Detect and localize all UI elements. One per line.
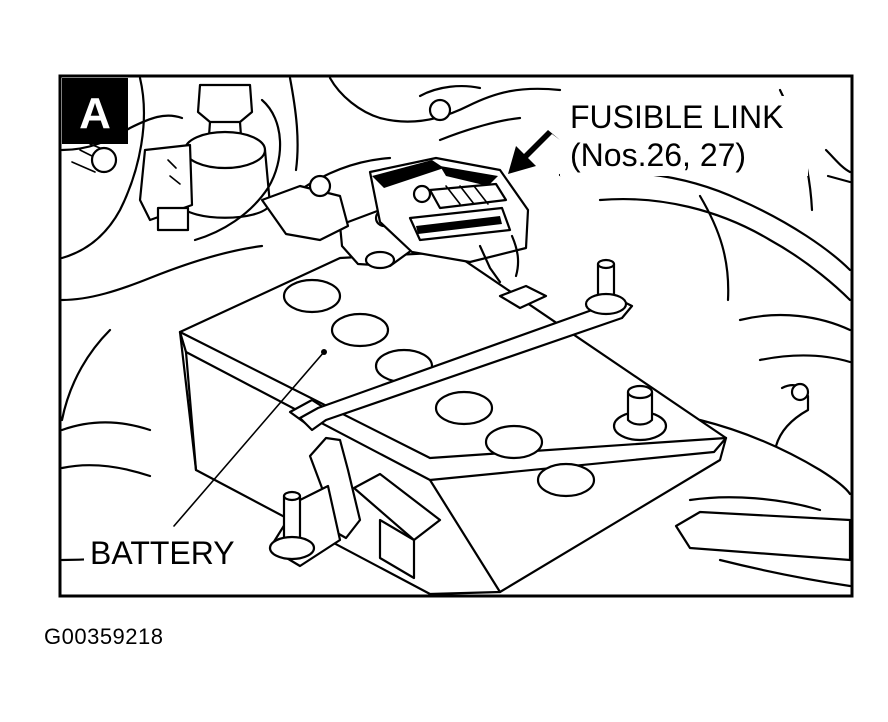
battery-terminal-positive xyxy=(612,384,668,442)
fusible-link-block xyxy=(368,156,530,284)
hold-down-bolt-right xyxy=(584,258,628,316)
fusible-link-label-bg xyxy=(560,96,808,176)
figure-id: G00359218 xyxy=(44,624,164,649)
hold-down-bolt-left xyxy=(268,490,316,561)
panel-badge: A xyxy=(62,78,128,144)
battery-label-bg xyxy=(84,532,246,572)
panel-letter: A xyxy=(79,89,111,138)
fusible-link-arrow xyxy=(508,130,560,174)
battery-leader-line xyxy=(173,351,325,527)
fusible-link-numbers-label: (Nos.26, 27) xyxy=(570,137,746,173)
fusible-link-label: FUSIBLE LINK xyxy=(570,99,783,135)
battery-label: BATTERY xyxy=(90,535,235,571)
